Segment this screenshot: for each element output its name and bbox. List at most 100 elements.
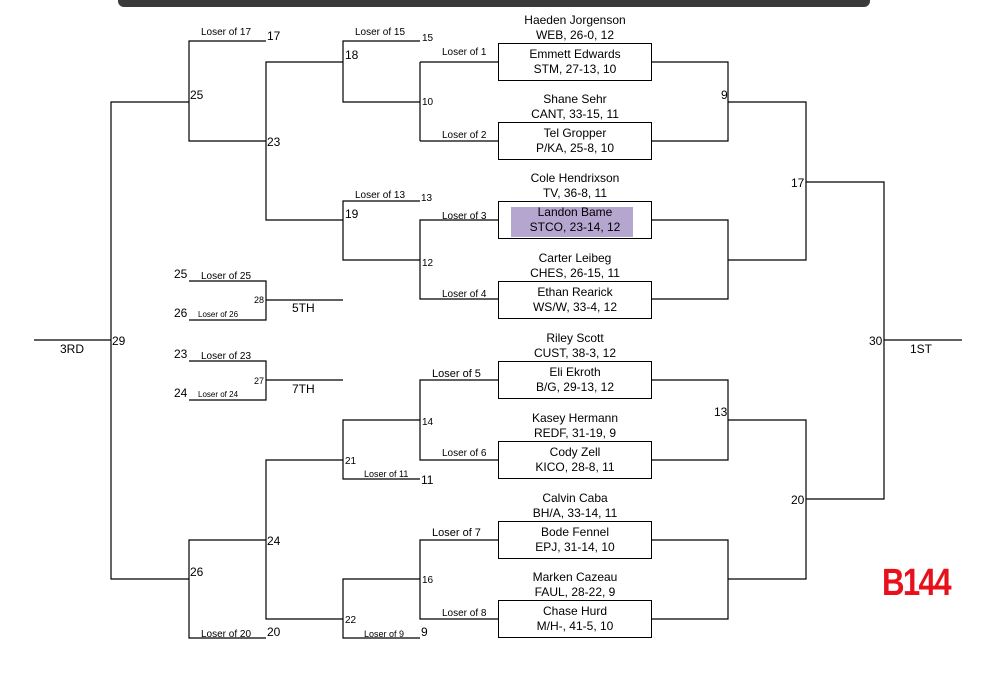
connector-bout-17 (728, 101, 807, 261)
loser-label: Loser of 25 (201, 271, 251, 282)
connector-bout-18 (342, 40, 420, 103)
bout-number: 9 (721, 88, 728, 102)
consolation-refs: 17 9 20 25 26 23 24 13 (174, 29, 433, 639)
loser-label: Loser of 4 (442, 289, 487, 300)
bout-number: 12 (422, 258, 434, 269)
ref-number: 20 (267, 625, 281, 639)
wrestler-entry: Riley Scott CUST, 38-3, 12 (498, 331, 652, 361)
connector-bout-26 (188, 539, 266, 639)
wrestler-info: WEB, 26-0, 12 (535, 28, 615, 42)
wrestler-entry: Kasey Hermann REDF, 31-19, 9 (498, 411, 652, 441)
weight-class-stamp: B144 (882, 562, 952, 604)
loser-label: Loser of 13 (355, 190, 405, 201)
wrestler-name: Shane Sehr (543, 92, 607, 106)
loser-label: Loser of 2 (442, 130, 487, 141)
bout-number: 28 (254, 295, 264, 305)
wrestler-entry: Haeden Jorgenson WEB, 26-0, 12 (498, 13, 652, 43)
wrestler-info: STCO, 23-14, 12 (529, 220, 621, 234)
wrestler-name: Kasey Hermann (531, 411, 619, 425)
wrestler-box: Bode Fennel EPJ, 31-14, 10 (498, 521, 652, 559)
wrestler-info: M/H-, 41-5, 10 (536, 619, 614, 633)
place-5th: 5TH (292, 301, 315, 315)
wrestler-box: Landon Bame STCO, 23-14, 12 (498, 201, 652, 239)
bout-number: 27 (254, 376, 264, 386)
loser-label: Loser of 11 (364, 469, 408, 479)
bout-number: 16 (422, 575, 434, 586)
header-bar (118, 0, 870, 7)
wrestler-info: WS/W, 33-4, 12 (532, 300, 618, 314)
wrestler-name: Tel Gropper (543, 126, 607, 140)
wrestler-entry: Calvin Caba BH/A, 33-14, 11 (498, 491, 652, 521)
loser-label: Loser of 8 (442, 608, 487, 619)
connector-bout-19 (342, 200, 420, 261)
wrestler-name: Cole Hendrixson (530, 171, 620, 185)
connector-bout-15 (652, 539, 729, 620)
ref-number: 26 (174, 306, 188, 320)
wrestler-box: Ethan Rearick WS/W, 33-4, 12 (498, 281, 652, 319)
loser-label: Loser of 6 (442, 448, 487, 459)
bout-number: 26 (190, 565, 204, 579)
wrestler-name: Cody Zell (549, 445, 601, 459)
wrestler-info: P/KA, 25-8, 10 (535, 141, 615, 155)
loser-label: Loser of 15 (355, 27, 405, 38)
loser-label: Loser of 24 (198, 390, 239, 399)
wrestler-info: FAUL, 28-22, 9 (534, 585, 616, 599)
wrestler-name: Marken Cazeau (532, 570, 618, 584)
wrestler-name: Eli Ekroth (549, 365, 601, 379)
connector-bout-25 (188, 40, 266, 142)
wrestler-entry: Shane Sehr CANT, 33-15, 11 (498, 92, 652, 122)
wrestler-box: Cody Zell KICO, 28-8, 11 (498, 441, 652, 479)
wrestler-info: B/G, 29-13, 12 (535, 380, 615, 394)
bout-number: 19 (345, 207, 359, 221)
bout-number: 25 (190, 88, 204, 102)
ref-number: 23 (174, 347, 188, 361)
loser-labels: Loser of 1 Loser of 2 Loser of 3 Loser o… (198, 27, 487, 640)
wrestler-name: Carter Leibeg (538, 251, 612, 265)
connector-bout-11 (652, 219, 729, 300)
bout-number: 24 (267, 534, 281, 548)
bout-number: 18 (345, 48, 359, 62)
place-7th: 7TH (292, 382, 315, 396)
connector-bout-13 (652, 379, 729, 461)
loser-label: Loser of 20 (201, 629, 251, 640)
wrestler-info: REDF, 31-19, 9 (533, 426, 617, 440)
wrestler-info: KICO, 28-8, 11 (535, 460, 615, 474)
wrestler-entry: Marken Cazeau FAUL, 28-22, 9 (498, 570, 652, 600)
wrestler-info: CANT, 33-15, 11 (531, 107, 619, 121)
wrestler-name: Chase Hurd (542, 604, 608, 618)
place-1st: 1ST (910, 342, 933, 356)
bout-number: 20 (791, 493, 805, 507)
wrestler-box: Tel Gropper P/KA, 25-8, 10 (498, 122, 652, 160)
bracket-connectors (34, 40, 962, 639)
connector-bout-9 (652, 61, 729, 142)
wrestler-name: Emmett Edwards (529, 47, 621, 61)
ref-number: 13 (421, 193, 433, 204)
bout-number: 11 (421, 473, 434, 487)
wrestler-box: Emmett Edwards STM, 27-13, 10 (498, 43, 652, 81)
ref-number: 24 (174, 386, 188, 400)
loser-label: Loser of 17 (201, 27, 251, 38)
wrestler-info: BH/A, 33-14, 11 (532, 506, 618, 520)
wrestler-name: Riley Scott (546, 331, 604, 345)
wrestler-info: CHES, 26-15, 11 (530, 266, 620, 280)
wrestler-entry: Carter Leibeg CHES, 26-15, 11 (498, 251, 652, 281)
wrestler-info: TV, 36-8, 11 (542, 186, 608, 200)
placement-labels: 1ST 3RD 5TH 7TH (60, 301, 933, 396)
bout-number: 23 (267, 135, 281, 149)
bout-number: 29 (112, 334, 126, 348)
bout-number: 14 (422, 417, 434, 428)
bout-number: 17 (791, 176, 805, 190)
bout-number: 10 (422, 97, 434, 108)
loser-label: Loser of 26 (198, 310, 239, 319)
wrestler-info: EPJ, 31-14, 10 (535, 540, 615, 554)
bout-number: 15 (422, 33, 434, 44)
bout-number: 21 (345, 456, 357, 467)
loser-label: Loser of 3 (442, 211, 487, 222)
wrestler-box: Eli Ekroth B/G, 29-13, 12 (498, 361, 652, 399)
connector-bout-21 (342, 419, 420, 480)
bout-number: 22 (345, 615, 357, 626)
loser-label: Loser of 7 (432, 527, 481, 539)
wrestler-info: STM, 27-13, 10 (533, 62, 617, 76)
highlight-marker (511, 207, 633, 237)
